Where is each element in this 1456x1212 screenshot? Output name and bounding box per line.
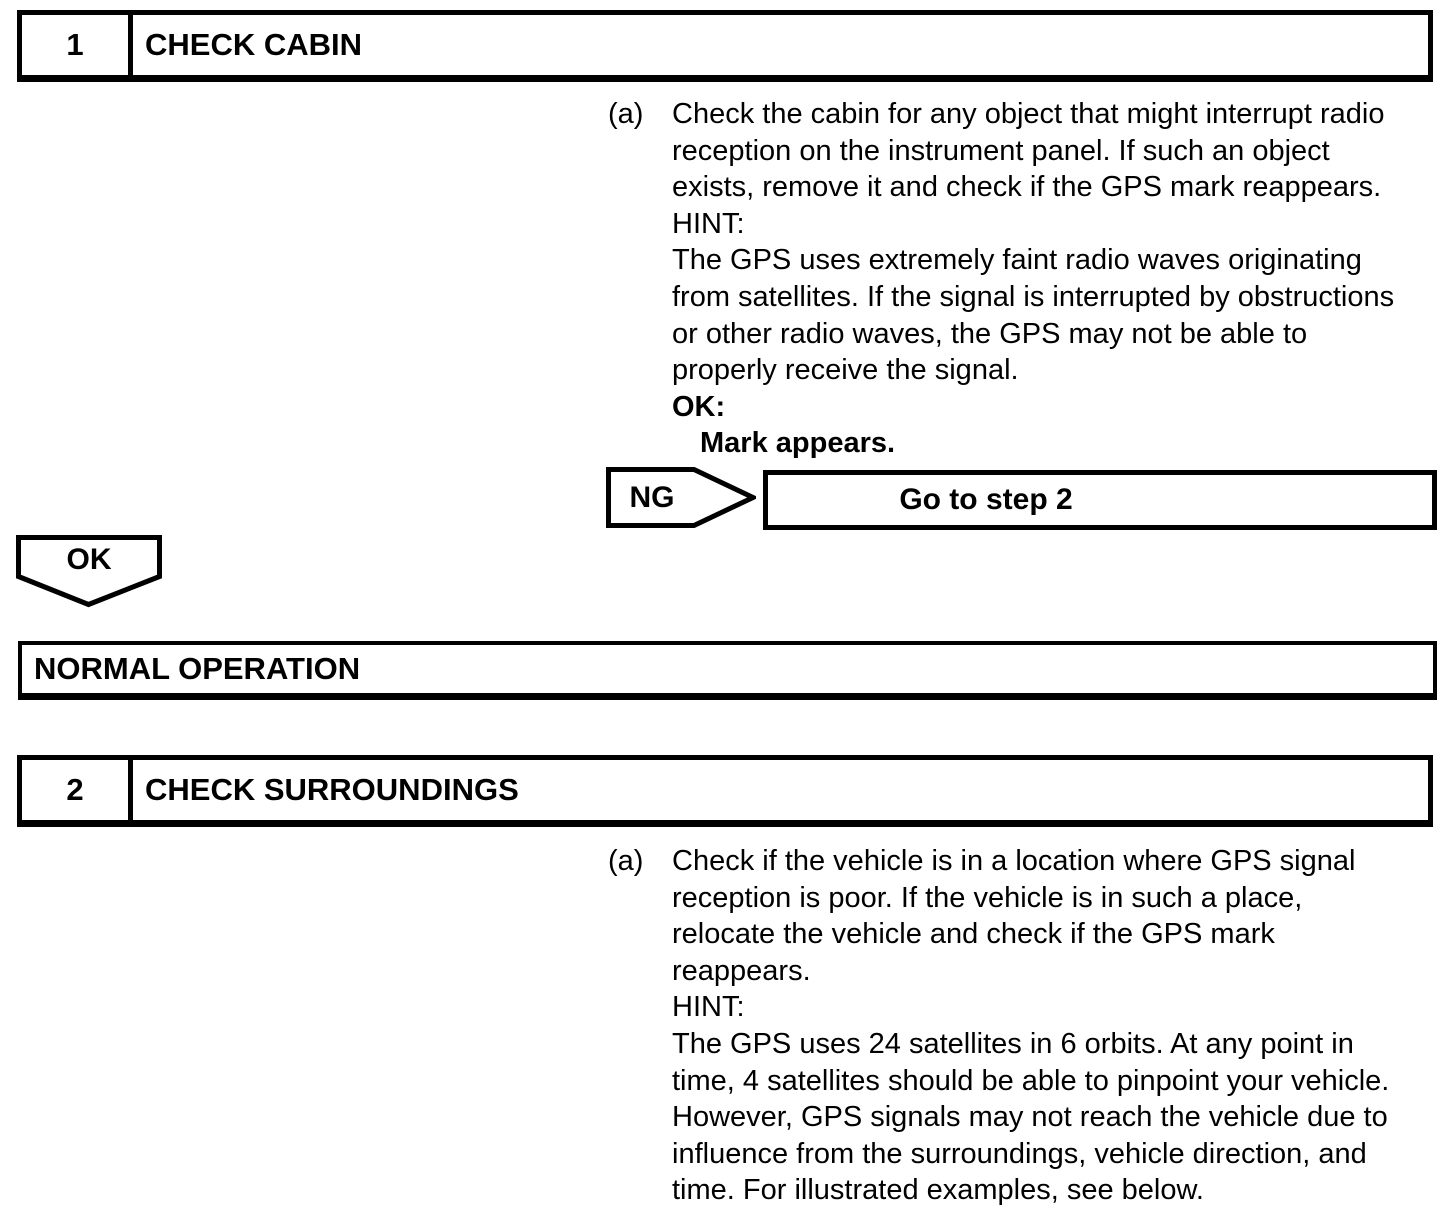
body-line: HINT: xyxy=(672,991,745,1024)
body-line: Check the cabin for any object that migh… xyxy=(672,98,1385,130)
body-line: reception is poor. If the vehicle is in … xyxy=(672,881,1303,914)
body-line: However, GPS signals may not reach the v… xyxy=(672,1101,1388,1134)
step1-body: Check the cabin for any object that migh… xyxy=(672,96,1456,462)
ok-label: OK xyxy=(66,543,112,576)
body-line: from satellites. If the signal is interr… xyxy=(672,280,1395,313)
ok-arrow-polygon xyxy=(16,535,162,608)
step2-number: 2 xyxy=(22,760,133,820)
step1-number: 1 xyxy=(22,15,133,75)
body-line: time, 4 satellites should be able to pin… xyxy=(672,1064,1390,1097)
step2-item-marker: (a) xyxy=(608,845,644,877)
body-line: reappears. xyxy=(672,954,811,987)
ng-action-box: Go to step 2 xyxy=(763,470,1437,530)
step1-header: 1 CHECK CABIN xyxy=(17,10,1433,82)
body-line: properly receive the signal. xyxy=(672,354,1019,387)
step2-body: Check if the vehicle is in a location wh… xyxy=(672,843,1456,1209)
body-line: Check if the vehicle is in a location wh… xyxy=(672,845,1356,877)
body-line: reception on the instrument panel. If su… xyxy=(672,134,1330,167)
ok-arrow-shape xyxy=(16,535,162,608)
body-line: Mark appears. xyxy=(700,427,896,460)
body-line: The GPS uses extremely faint radio waves… xyxy=(672,244,1362,277)
body-line: exists, remove it and check if the GPS m… xyxy=(672,171,1382,204)
body-line: relocate the vehicle and check if the GP… xyxy=(672,918,1275,951)
step1-title: CHECK CABIN xyxy=(145,27,362,62)
body-line: influence from the surroundings, vehicle… xyxy=(672,1137,1367,1170)
ng-arrow-polygon xyxy=(606,467,756,528)
body-line: The GPS uses 24 satellites in 6 orbits. … xyxy=(672,1027,1354,1060)
body-line: time. For illustrated examples, see belo… xyxy=(672,1174,1204,1207)
body-line: HINT: xyxy=(672,207,745,240)
step2-header: 2 CHECK SURROUNDINGS xyxy=(17,755,1433,827)
ng-arrow-shape xyxy=(606,467,756,528)
step1-item-marker: (a) xyxy=(608,98,644,130)
ng-label: NG xyxy=(629,480,675,514)
body-line: OK: xyxy=(672,390,726,423)
step2-title: CHECK SURROUNDINGS xyxy=(145,772,519,807)
result-box: NORMAL OPERATION xyxy=(18,641,1437,700)
body-line: or other radio waves, the GPS may not be… xyxy=(672,317,1308,350)
